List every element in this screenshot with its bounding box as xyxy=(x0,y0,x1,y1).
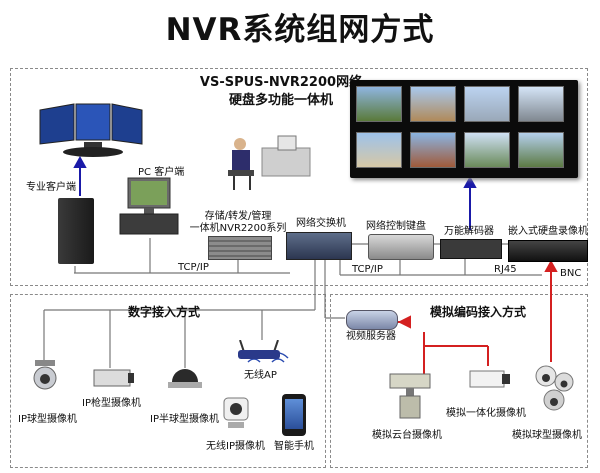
video-tile xyxy=(518,132,564,168)
tower-pc-icon xyxy=(58,198,94,264)
pc-client-label: PC 客户端 xyxy=(138,167,185,178)
keyboard-label: 网络控制键盘 xyxy=(366,221,426,232)
ip-dome-label: IP球型摄像机 xyxy=(18,414,77,425)
bnc-label: BNC xyxy=(560,268,582,279)
center-device-line2: 硬盘多功能一体机 xyxy=(228,93,333,108)
ip-dome-camera-icon xyxy=(32,360,58,390)
smartphone-label: 智能手机 xyxy=(274,441,314,452)
smartphone-screen xyxy=(285,399,303,429)
analog-panel xyxy=(330,294,588,468)
triple-monitor-icon xyxy=(34,100,144,162)
top-panel xyxy=(10,68,588,286)
pro-client-label: 专业客户端 xyxy=(26,182,76,193)
center-device-line1: VS-SPUS-NVR2200网络 xyxy=(199,75,363,90)
video-wall xyxy=(350,80,578,178)
center-device-title: VS-SPUS-NVR2200网络 硬盘多功能一体机 xyxy=(186,74,376,110)
smartphone-icon xyxy=(282,394,306,436)
analog-section-title: 模拟编码接入方式 xyxy=(430,305,527,319)
analog-dome-label: 模拟球型摄像机 xyxy=(512,430,582,441)
page-title: NVR系统组网方式 xyxy=(165,12,435,48)
digital-panel xyxy=(10,294,326,468)
decoder-icon xyxy=(440,239,502,259)
ip-half-dome-label: IP半球型摄像机 xyxy=(150,414,219,425)
dvr-icon xyxy=(508,240,588,262)
control-keyboard-icon xyxy=(368,234,434,260)
analog-ptz-camera-icon xyxy=(388,372,436,420)
wireless-ap-label: 无线AP xyxy=(244,370,277,381)
analog-dome-camera-icon xyxy=(532,362,578,412)
operator-icon xyxy=(222,134,312,194)
wireless-ap-icon xyxy=(236,340,282,360)
analog-ptz-label: 模拟云台摄像机 xyxy=(372,430,442,441)
switch-label: 网络交换机 xyxy=(296,218,346,229)
wireless-ip-camera-icon xyxy=(222,396,250,430)
nvr-device-icon xyxy=(208,236,272,260)
network-switch-icon xyxy=(286,232,352,260)
video-tile xyxy=(410,132,456,168)
ip-bullet-label: IP枪型摄像机 xyxy=(82,398,141,409)
digital-section-title: 数字接入方式 xyxy=(128,305,201,319)
dvr-label: 嵌入式硬盘录像机 xyxy=(508,226,588,237)
wireless-ip-camera-label: 无线IP摄像机 xyxy=(206,441,265,452)
nvr-label-line2: 一体机NVR2200系列 xyxy=(189,223,287,234)
video-server-label: 视频服务器 xyxy=(346,331,396,342)
nvr-label-line1: 存储/转发/管理 xyxy=(204,211,272,222)
ip-bullet-camera-icon xyxy=(92,368,136,390)
video-tile xyxy=(356,132,402,168)
tcpip-label-left: TCP/IP xyxy=(178,262,209,273)
video-tile xyxy=(518,86,564,122)
tcpip-label-right: TCP/IP xyxy=(352,264,383,275)
video-tile xyxy=(410,86,456,122)
ip-half-dome-camera-icon xyxy=(168,368,202,390)
nvr-label: 存储/转发/管理 一体机NVR2200系列 xyxy=(190,211,287,235)
video-tile xyxy=(464,132,510,168)
analog-box-label: 模拟一体化摄像机 xyxy=(446,408,526,419)
analog-box-camera-icon xyxy=(468,368,512,392)
video-server-icon xyxy=(346,310,398,330)
video-tile xyxy=(464,86,510,122)
rj45-label: RJ45 xyxy=(494,264,517,275)
pc-client-icon xyxy=(118,176,180,236)
video-tile xyxy=(356,86,402,122)
decoder-label: 万能解码器 xyxy=(444,226,494,237)
